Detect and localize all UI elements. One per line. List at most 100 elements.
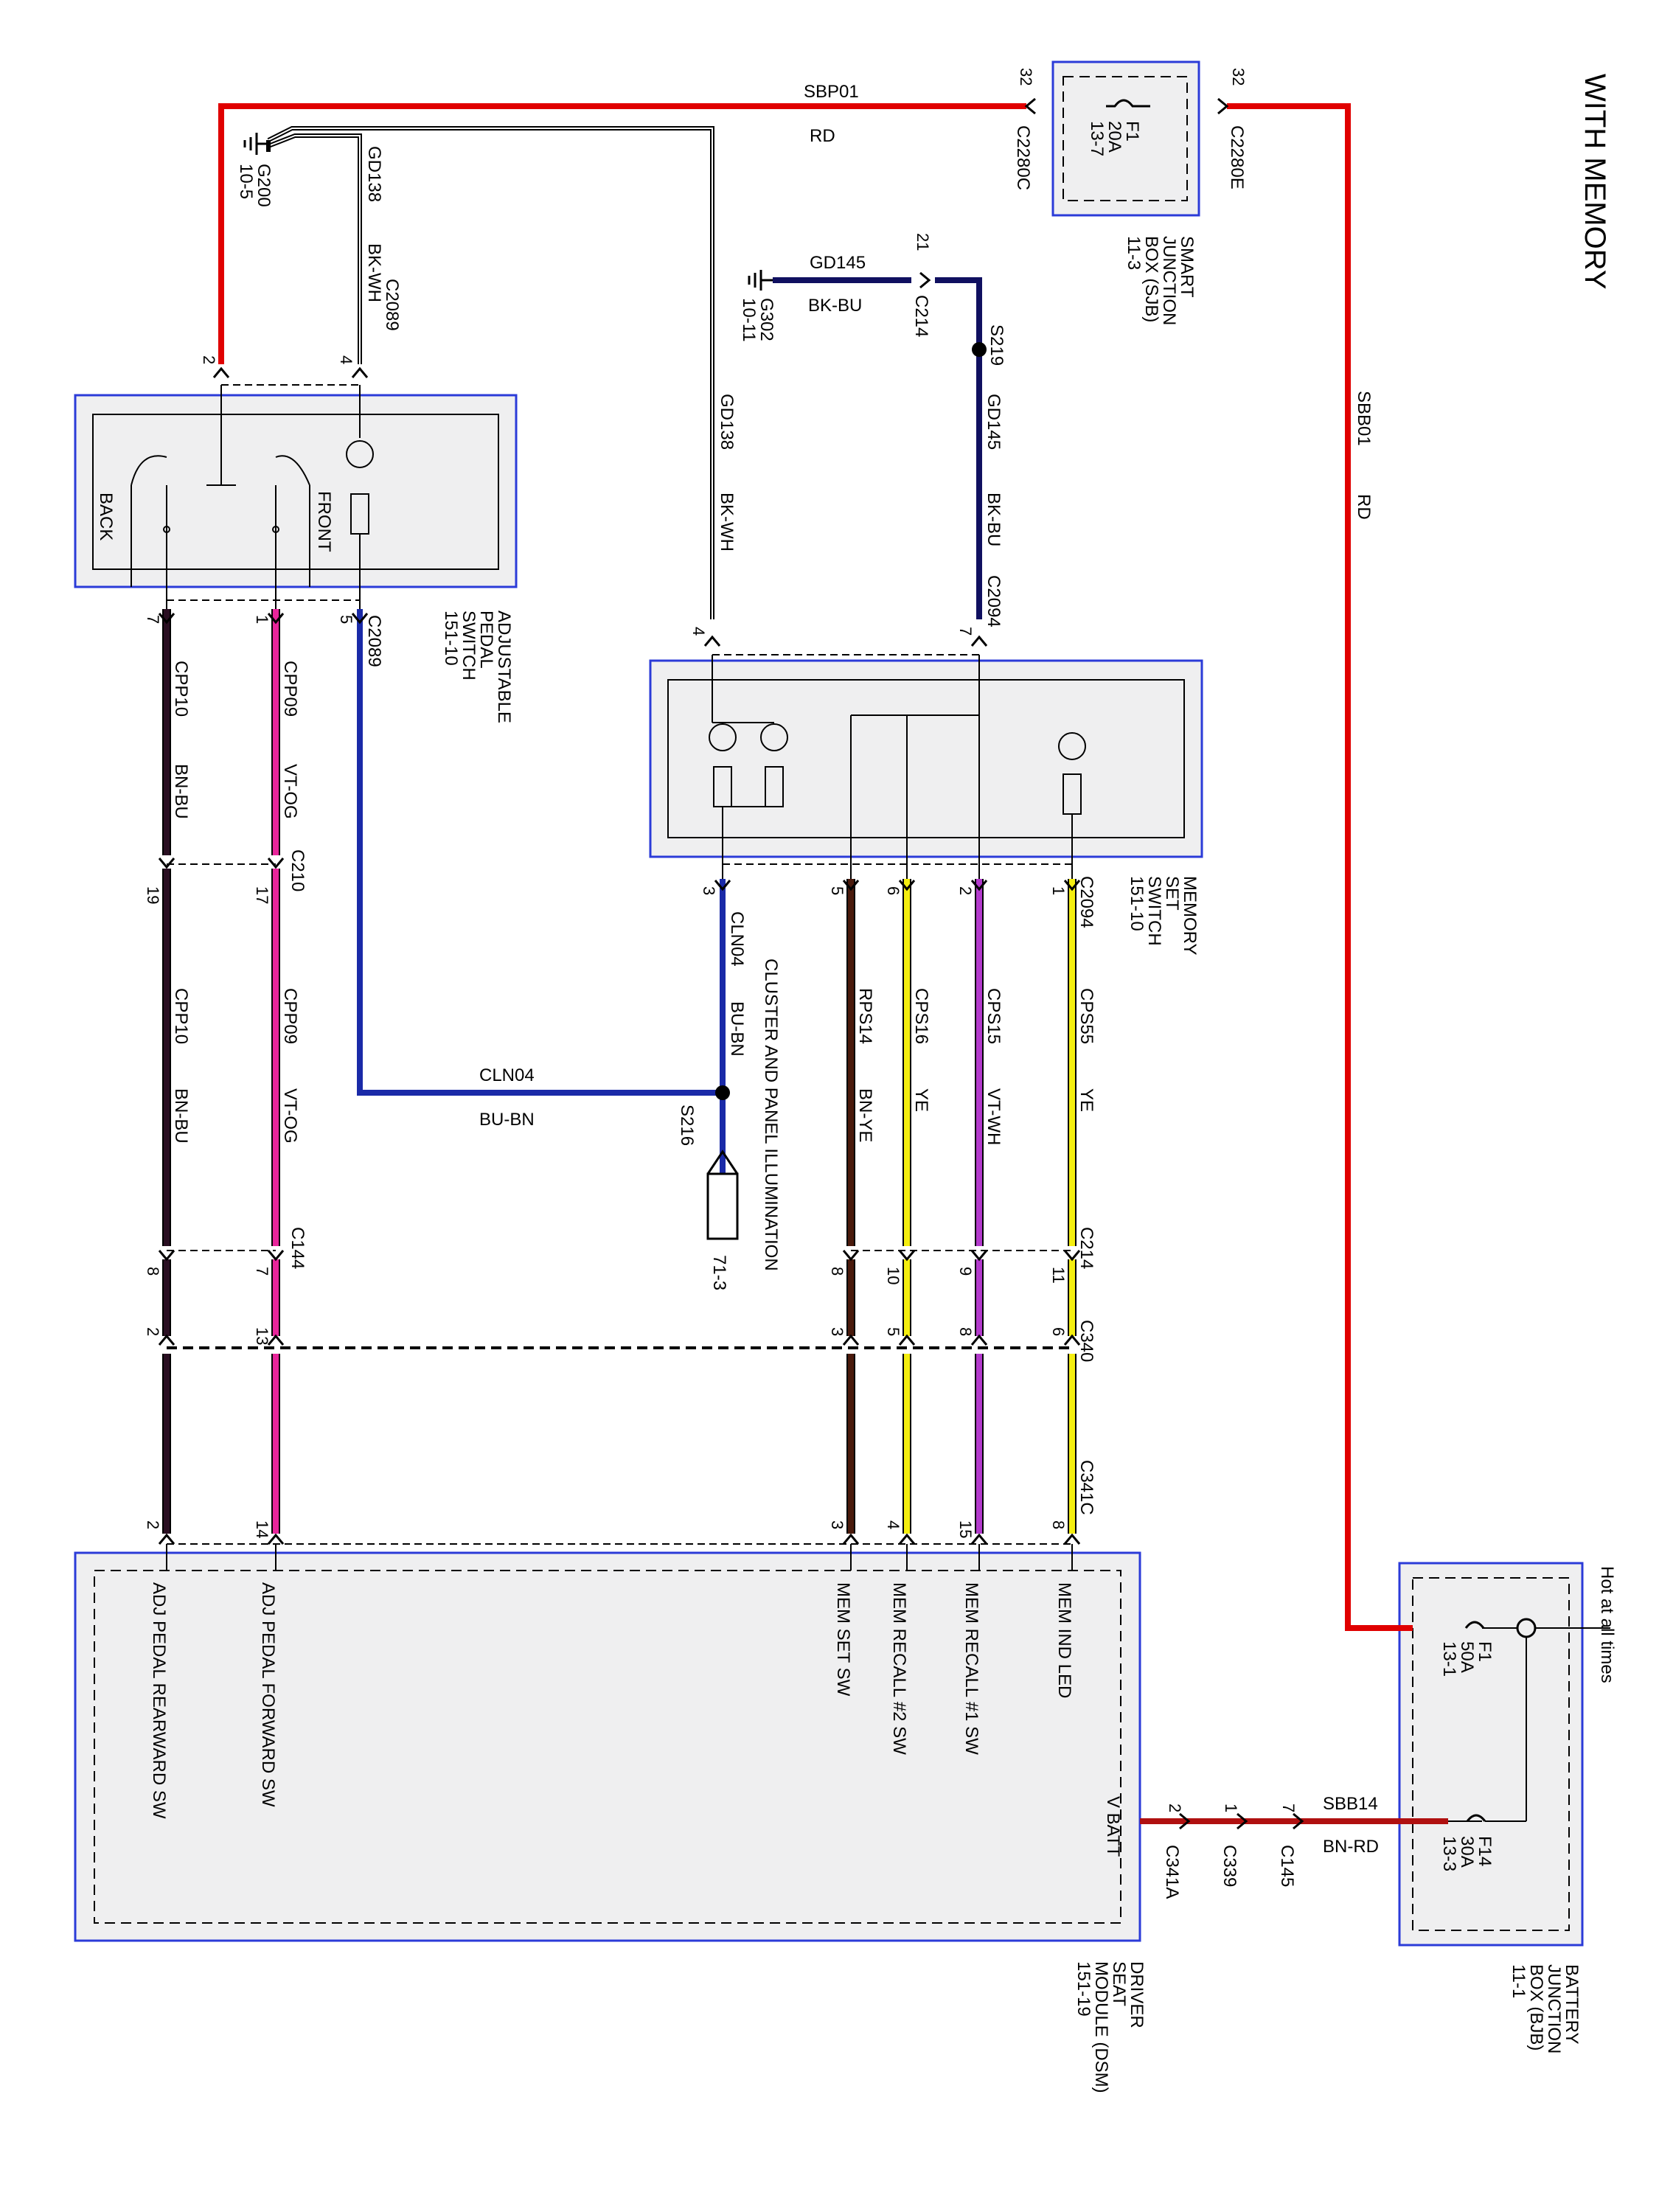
- svg-text:G302: G302: [757, 298, 776, 341]
- svg-text:11-3: 11-3: [1124, 236, 1144, 270]
- svg-text:VT-WH: VT-WH: [984, 1088, 1004, 1145]
- svg-text:Hot at all times: Hot at all times: [1597, 1566, 1617, 1683]
- svg-text:BN-BU: BN-BU: [171, 1088, 191, 1144]
- svg-text:50A: 50A: [1457, 1641, 1477, 1673]
- svg-text:F1: F1: [1475, 1641, 1495, 1662]
- svg-text:3: 3: [828, 1520, 846, 1529]
- svg-text:1: 1: [1222, 1804, 1240, 1812]
- svg-text:C2089: C2089: [364, 615, 384, 667]
- memory-switch-module: [649, 659, 1203, 858]
- svg-text:CLN04: CLN04: [479, 1065, 535, 1085]
- svg-text:SWITCH: SWITCH: [459, 611, 479, 681]
- svg-text:MODULE (DSM): MODULE (DSM): [1091, 1961, 1111, 2093]
- svg-text:2: 2: [1166, 1804, 1184, 1812]
- svg-text:7: 7: [253, 1267, 271, 1276]
- svg-text:RPS14: RPS14: [855, 988, 875, 1044]
- pedal-labels: ADJUSTABLE PEDAL SWITCH 151-10 BACK FRON…: [96, 491, 514, 723]
- svg-text:VT-OG: VT-OG: [280, 1088, 300, 1144]
- wire-sbb01: [1227, 103, 1413, 1631]
- svg-text:MEM RECALL #1 SW: MEM RECALL #1 SW: [961, 1582, 981, 1755]
- splice-s216: [715, 1085, 730, 1100]
- svg-text:8: 8: [1049, 1520, 1068, 1529]
- connector-labels: C2280C C2280E C2089 C2089 C214 S219 C209…: [288, 125, 1297, 1899]
- svg-text:8: 8: [828, 1267, 846, 1276]
- svg-text:11-1: 11-1: [1509, 1964, 1528, 1998]
- pin-numbers: 32 32 21 2 4 7 1 5 4 7 3 5 6 2 1 19 17 8…: [144, 68, 1298, 1812]
- pedal-switch-contacts: [131, 385, 374, 609]
- dsm-labels: MEM IND LED MEM RECALL #1 SW MEM RECALL …: [149, 1582, 1147, 2093]
- svg-text:BU-BN: BU-BN: [479, 1110, 535, 1130]
- diagram-title: WITH MEMORY: [1579, 74, 1611, 290]
- svg-text:SBB01: SBB01: [1354, 391, 1374, 446]
- svg-text:2: 2: [956, 886, 975, 895]
- pedal-switch-module: [74, 394, 518, 588]
- svg-text:7: 7: [956, 627, 975, 636]
- svg-text:10: 10: [884, 1267, 902, 1284]
- svg-text:C2280C: C2280C: [1013, 125, 1033, 190]
- svg-text:RD: RD: [810, 126, 835, 146]
- cluster-arrow: [706, 1172, 739, 1240]
- svg-text:F1: F1: [1122, 121, 1142, 142]
- svg-text:C341C: C341C: [1077, 1460, 1096, 1515]
- svg-text:C341A: C341A: [1162, 1845, 1182, 1899]
- svg-text:RD: RD: [1354, 494, 1374, 520]
- dsm-module: [74, 1551, 1141, 1942]
- memory-switch-contacts: [709, 655, 1086, 879]
- svg-text:CPP10: CPP10: [171, 988, 191, 1044]
- wire-gd138-pedal: [267, 133, 362, 364]
- bjb-labels: Hot at all times F1 50A 13-1 F14 30A 13-…: [1439, 1566, 1617, 2053]
- svg-text:C2094: C2094: [984, 575, 1004, 627]
- svg-text:13-7: 13-7: [1087, 121, 1107, 156]
- svg-text:2: 2: [144, 1327, 162, 1336]
- svg-text:151-19: 151-19: [1074, 1961, 1093, 2017]
- svg-text:5: 5: [337, 615, 355, 624]
- svg-text:30A: 30A: [1457, 1836, 1477, 1868]
- svg-text:8: 8: [144, 1267, 162, 1276]
- svg-text:FRONT: FRONT: [314, 491, 334, 552]
- svg-text:JUNCTION: JUNCTION: [1544, 1964, 1564, 2053]
- svg-text:BACK: BACK: [96, 493, 116, 540]
- svg-text:CLUSTER AND PANEL ILLUMINATION: CLUSTER AND PANEL ILLUMINATION: [761, 959, 781, 1271]
- svg-text:10-5: 10-5: [236, 164, 256, 199]
- svg-text:8: 8: [956, 1327, 975, 1336]
- svg-text:BOX (SJB): BOX (SJB): [1141, 236, 1161, 322]
- svg-text:BN-RD: BN-RD: [1323, 1837, 1379, 1857]
- svg-text:CPP09: CPP09: [280, 988, 300, 1044]
- svg-text:SWITCH: SWITCH: [1144, 876, 1164, 946]
- svg-text:13-3: 13-3: [1439, 1836, 1459, 1871]
- svg-text:ADJ PEDAL REARWARD SW: ADJ PEDAL REARWARD SW: [149, 1582, 169, 1819]
- svg-text:BATTERY: BATTERY: [1562, 1964, 1582, 2044]
- svg-text:JUNCTION: JUNCTION: [1159, 236, 1179, 325]
- svg-text:151-10: 151-10: [1127, 876, 1147, 931]
- svg-text:GD138: GD138: [717, 394, 737, 450]
- svg-text:YE: YE: [911, 1088, 931, 1112]
- svg-text:VT-OG: VT-OG: [280, 764, 300, 819]
- svg-text:YE: YE: [1077, 1088, 1096, 1112]
- svg-text:6: 6: [1049, 1327, 1068, 1336]
- svg-text:2: 2: [144, 1520, 162, 1529]
- fuse-bjb-f14: [1466, 1814, 1486, 1822]
- wire-c2089-blue: [357, 609, 723, 1096]
- svg-text:C2089: C2089: [382, 279, 402, 331]
- svg-text:13-1: 13-1: [1439, 1641, 1459, 1677]
- svg-text:GD138: GD138: [364, 146, 384, 202]
- svg-text:PEDAL: PEDAL: [476, 611, 496, 669]
- fuse-bjb-f1: [1464, 1621, 1485, 1629]
- svg-text:7: 7: [1279, 1804, 1298, 1812]
- svg-text:C210: C210: [288, 849, 307, 891]
- svg-text:CPS16: CPS16: [911, 988, 931, 1044]
- svg-text:5: 5: [828, 886, 846, 895]
- svg-text:4: 4: [689, 627, 708, 636]
- memory-labels: MEMORY SET SWITCH 151-10 CLUSTER AND PAN…: [709, 876, 1200, 1290]
- wire-labels-vertical: GD138 BK-WH GD138 BK-WH GD145 BK-BU SBB0…: [171, 146, 1374, 1145]
- svg-text:MEM IND LED: MEM IND LED: [1054, 1582, 1074, 1698]
- svg-text:BN-YE: BN-YE: [855, 1088, 875, 1142]
- svg-text:DRIVER: DRIVER: [1127, 1961, 1147, 2028]
- svg-text:4: 4: [337, 355, 355, 364]
- svg-text:5: 5: [884, 1327, 902, 1336]
- sjb-module: [1051, 60, 1200, 217]
- svg-text:CPP09: CPP09: [280, 661, 300, 717]
- svg-text:6: 6: [884, 886, 902, 895]
- svg-text:V BATT: V BATT: [1103, 1796, 1123, 1857]
